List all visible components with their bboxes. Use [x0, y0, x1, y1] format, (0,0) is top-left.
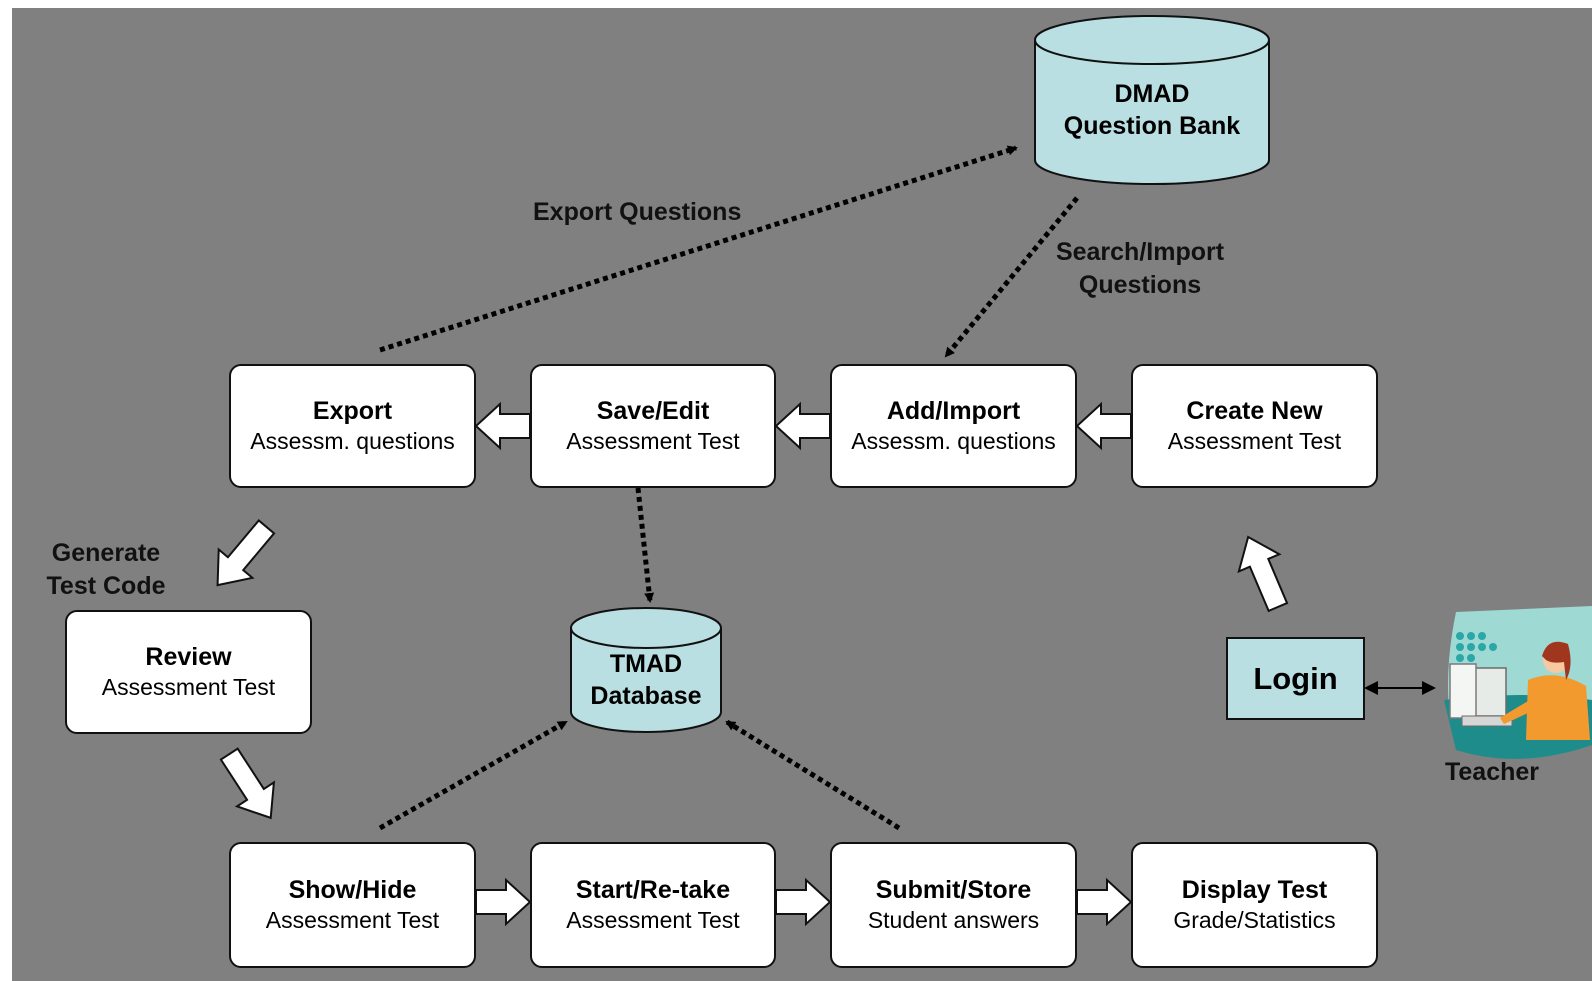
start-retake-test-box: Start/Re-take Assessment Test [530, 842, 776, 968]
add-import-questions-box: Add/Import Assessm. questions [830, 364, 1077, 488]
show-hide-to-tmad-connector [378, 719, 568, 831]
generate-line1: Generate [51, 539, 161, 567]
block-arrow-generate-test-code [216, 519, 276, 587]
box-title: Review [145, 643, 232, 671]
box-subtitle: Grade/Statistics [1173, 907, 1336, 933]
login-button[interactable]: Login [1226, 637, 1365, 720]
search-import-line2: Questions [1078, 271, 1202, 299]
submit-store-answers-box: Submit/Store Student answers [830, 842, 1077, 968]
box-subtitle: Assessment Test [265, 907, 440, 933]
box-subtitle: Assessm. questions [851, 428, 1056, 454]
search-import-label: Search/Import Questions [1040, 236, 1240, 302]
diagram-canvas [12, 8, 1592, 981]
export-questions-connector [379, 145, 1018, 353]
review-test-box: Review Assessment Test [65, 610, 312, 734]
block-arrow-login-to-create [1237, 535, 1289, 613]
tmad-cylinder [570, 607, 722, 733]
box-subtitle: Assessm. questions [250, 428, 455, 454]
show-hide-test-box: Show/Hide Assessment Test [229, 842, 476, 968]
generate-test-code-label: Generate Test Code [36, 537, 176, 603]
box-subtitle: Assessment Test [1167, 428, 1342, 454]
block-arrow-add-to-save [774, 401, 831, 451]
block-arrow-start-to-submit [775, 877, 832, 927]
tmad-line1: TMAD [609, 650, 683, 678]
save-edit-test-box: Save/Edit Assessment Test [530, 364, 776, 488]
box-title: Save/Edit [596, 397, 710, 425]
login-teacher-double-arrow [1364, 681, 1436, 695]
dmad-question-bank-label: DMAD Question Bank [1035, 78, 1269, 142]
box-subtitle: Assessment Test [566, 907, 740, 933]
block-arrow-submit-to-display [1076, 877, 1133, 927]
search-import-connector [944, 196, 1079, 358]
export-questions-box: Export Assessm. questions [229, 364, 476, 488]
block-arrow-review-to-show [219, 747, 276, 820]
box-title: Export [312, 397, 393, 425]
block-arrow-create-to-add [1075, 401, 1132, 451]
box-title: Submit/Store [875, 876, 1032, 904]
save-to-tmad-connector [635, 487, 655, 603]
box-subtitle: Assessment Test [566, 428, 740, 454]
create-new-test-box: Create New Assessment Test [1131, 364, 1378, 488]
box-title: Start/Re-take [575, 876, 731, 904]
search-import-line1: Search/Import [1055, 238, 1225, 266]
dmad-cylinder [1034, 15, 1270, 185]
box-subtitle: Assessment Test [101, 674, 276, 700]
tmad-database-label: TMAD Database [571, 648, 721, 712]
block-arrow-show-to-start [475, 877, 532, 927]
export-questions-label: Export Questions [533, 198, 742, 226]
dmad-line2: Question Bank [1063, 112, 1241, 140]
submit-to-tmad-connector [725, 719, 901, 831]
tmad-line2: Database [590, 682, 702, 710]
teacher-label: Teacher [1444, 758, 1540, 786]
display-test-grade-box: Display Test Grade/Statistics [1131, 842, 1378, 968]
teacher-at-computer-icon [1444, 606, 1592, 759]
box-title: Add/Import [886, 397, 1021, 425]
block-arrow-save-to-export [474, 401, 531, 451]
box-title: Create New [1186, 397, 1323, 425]
dmad-line1: DMAD [1114, 80, 1190, 108]
box-title: Show/Hide [288, 876, 417, 904]
box-subtitle: Student answers [867, 907, 1040, 933]
generate-line2: Test Code [46, 572, 166, 600]
box-title: Display Test [1181, 876, 1328, 904]
